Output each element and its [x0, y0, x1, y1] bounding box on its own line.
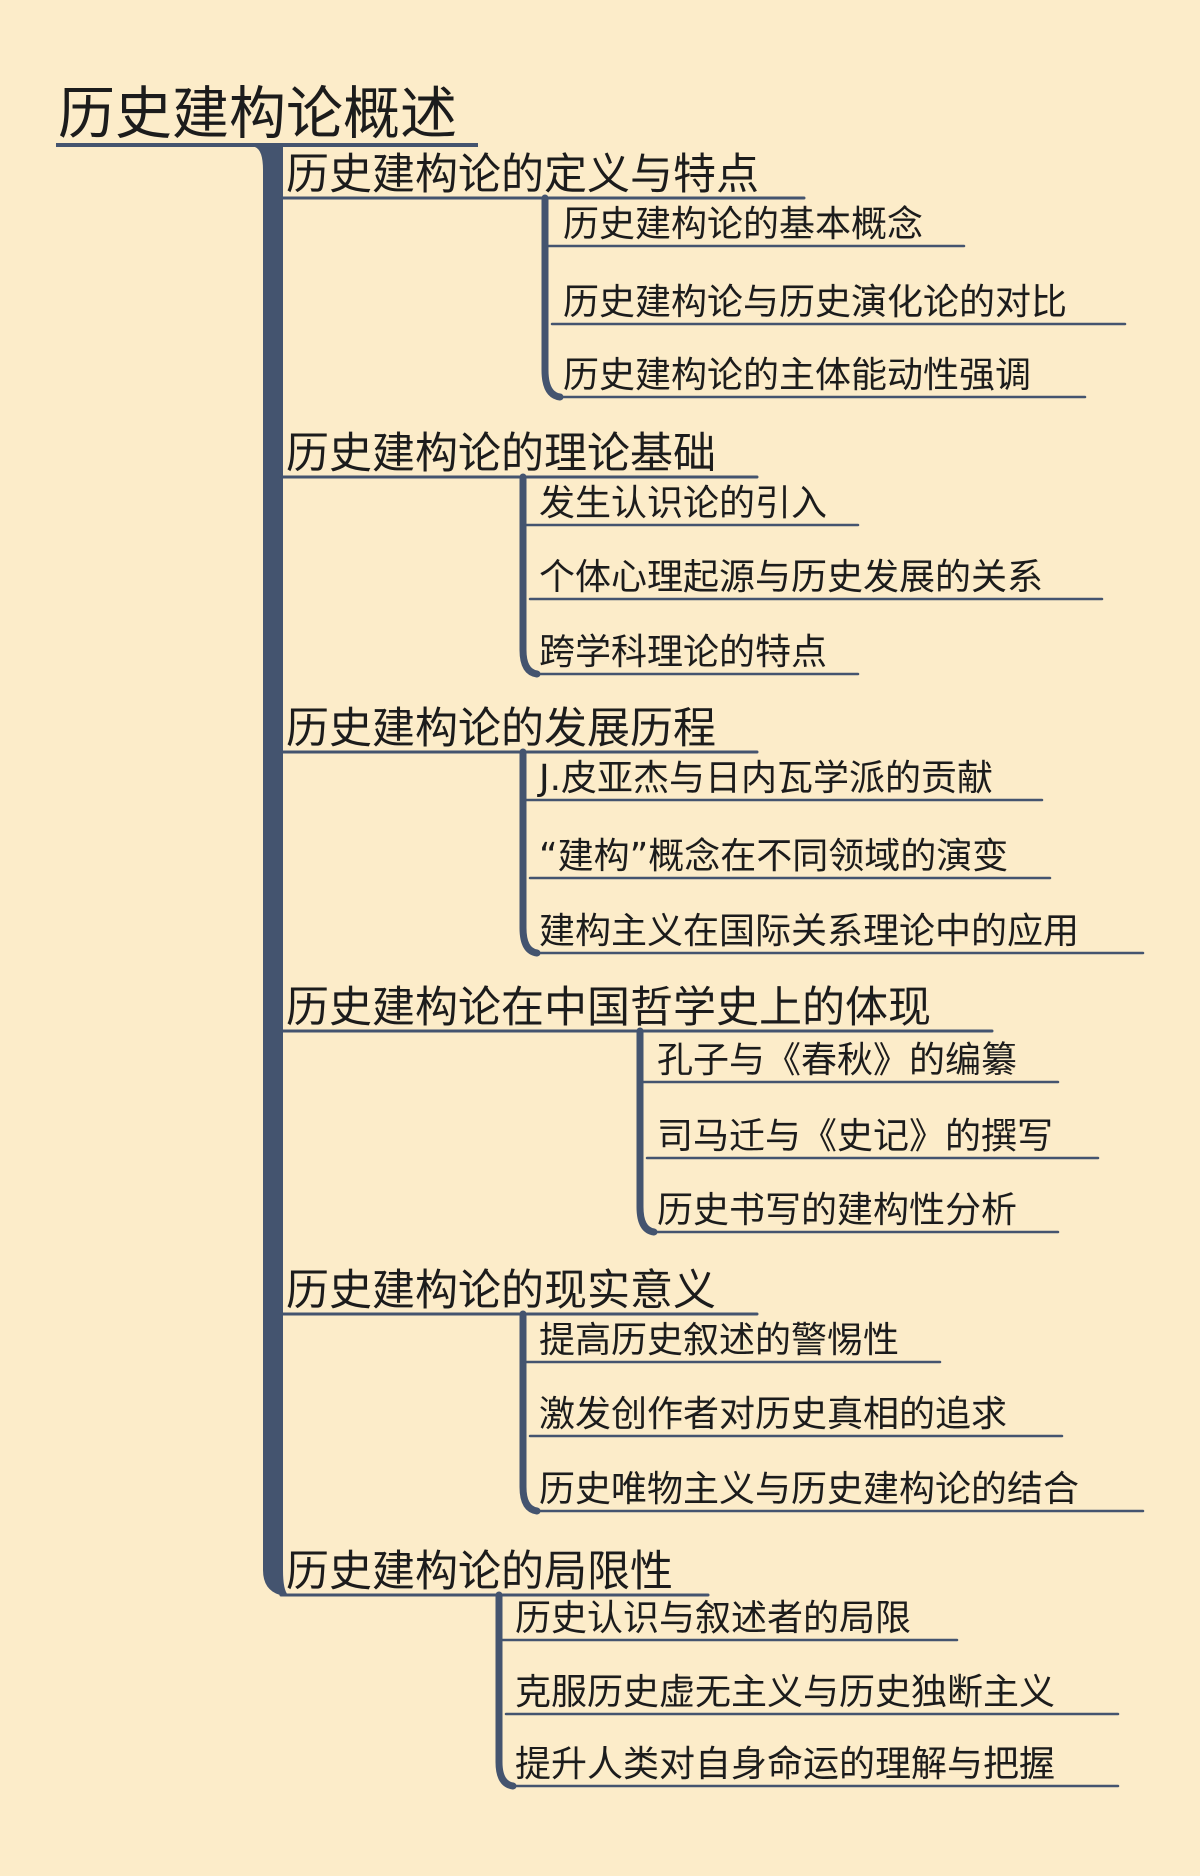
- subtopic[interactable]: 历史建构论的基本概念: [563, 204, 924, 245]
- subtopic[interactable]: “建构”概念在不同领域的演变: [539, 836, 1009, 877]
- branch-connector: [279, 194, 1127, 401]
- subtopic[interactable]: 激发创作者对历史真相的追求: [539, 1394, 1008, 1435]
- topic-practical-significance[interactable]: 历史建构论的现实意义: [286, 1266, 716, 1316]
- subtopic[interactable]: 历史认识与叙述者的局限: [515, 1598, 912, 1639]
- branch-connector: [279, 1310, 1145, 1515]
- branch-connector: [279, 748, 1145, 957]
- topic-limitations[interactable]: 历史建构论的局限性: [286, 1547, 673, 1597]
- main-trunk: [255, 147, 288, 1595]
- topic-development-history[interactable]: 历史建构论的发展历程: [286, 704, 716, 754]
- topic-theoretical-basis[interactable]: 历史建构论的理论基础: [286, 429, 716, 479]
- subtopic[interactable]: 建构主义在国际关系理论中的应用: [539, 911, 1080, 952]
- subtopic[interactable]: 个体心理起源与历史发展的关系: [539, 557, 1044, 598]
- subtopic[interactable]: 历史唯物主义与历史建构论的结合: [539, 1469, 1080, 1510]
- subtopic[interactable]: 发生认识论的引入: [539, 483, 828, 524]
- subtopic[interactable]: 提升人类对自身命运的理解与把握: [515, 1744, 1056, 1785]
- subtopic[interactable]: J.皮亚杰与日内瓦学派的贡献: [539, 758, 994, 799]
- topic-chinese-philosophy[interactable]: 历史建构论在中国哲学史上的体现: [286, 983, 931, 1033]
- branch-connector: [279, 1027, 1100, 1236]
- subtopic[interactable]: 跨学科理论的特点: [539, 632, 828, 673]
- subtopic[interactable]: 历史建构论的主体能动性强调: [563, 355, 1032, 396]
- subtopic[interactable]: 孔子与《春秋》的编纂: [657, 1040, 1018, 1081]
- subtopic[interactable]: 克服历史虚无主义与历史独断主义: [515, 1672, 1056, 1713]
- subtopic[interactable]: 司马迁与《史记》的撰写: [657, 1116, 1054, 1157]
- branch-connector: [279, 1591, 1120, 1790]
- subtopic[interactable]: 提高历史叙述的警惕性: [539, 1320, 900, 1361]
- topic-definition-features[interactable]: 历史建构论的定义与特点: [286, 150, 759, 200]
- branch-connector: [279, 473, 1104, 678]
- subtopic[interactable]: 历史书写的建构性分析: [657, 1190, 1018, 1231]
- root-title[interactable]: 历史建构论概述: [58, 81, 457, 147]
- subtopic[interactable]: 历史建构论与历史演化论的对比: [563, 282, 1068, 323]
